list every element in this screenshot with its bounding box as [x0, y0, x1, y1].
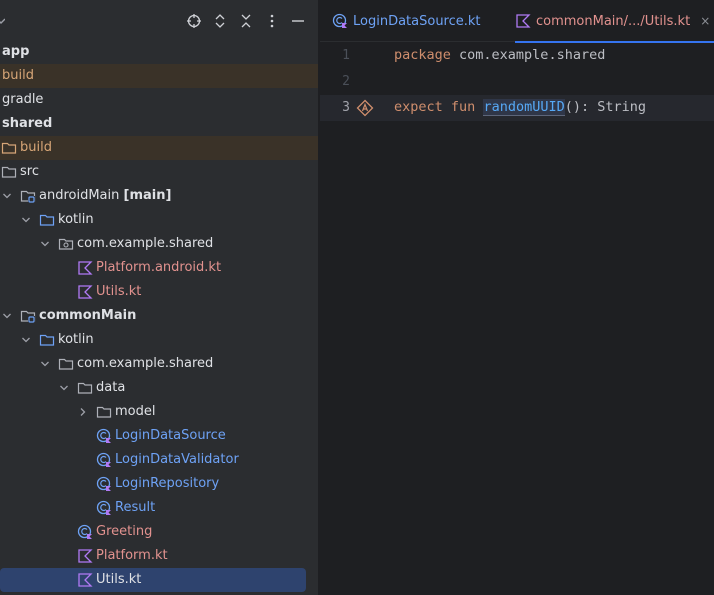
tree-item-login-repository[interactable]: LoginRepository [0, 472, 318, 496]
tree-item-platform-kt[interactable]: Platform.kt [0, 544, 318, 568]
tree-item-build-root[interactable]: build [0, 64, 318, 88]
kotlin-file-icon [78, 285, 93, 299]
tree-item-utils-android[interactable]: Utils.kt [0, 280, 318, 304]
kotlin-class-icon [96, 500, 111, 515]
options-icon[interactable] [264, 13, 280, 29]
source-folder-icon [39, 334, 55, 346]
tree-item-src[interactable]: src [0, 160, 318, 184]
folder-excluded-icon [1, 142, 17, 154]
tree-item-label: build [20, 140, 52, 155]
project-toolbar [0, 0, 318, 42]
tree-item-package-common[interactable]: com.example.shared [0, 352, 318, 376]
chevron-down-icon[interactable] [21, 335, 31, 345]
tree-item-android-main[interactable]: androidMain [main] [0, 184, 318, 208]
package-icon [58, 238, 74, 250]
folder-icon [77, 382, 93, 394]
tree-item-app[interactable]: app [0, 40, 318, 64]
tree-item-gradle[interactable]: gradle [0, 88, 318, 112]
chevron-down-icon[interactable] [40, 359, 50, 369]
chevron-down-icon[interactable] [59, 383, 69, 393]
tree-item-shared[interactable]: shared [0, 112, 318, 136]
tree-item-login-data-validator[interactable]: LoginDataValidator [0, 448, 318, 472]
tab-utils-common[interactable]: commonMain/.../Utils.kt × [515, 0, 714, 43]
tree-item-label: Utils.kt [96, 572, 142, 587]
line-number: 2 [342, 74, 350, 89]
tree-item-package-android[interactable]: com.example.shared [0, 232, 318, 256]
tree-item-label: kotlin [58, 332, 94, 347]
code-line-2[interactable]: 2 [320, 69, 714, 95]
tab-label: commonMain/.../Utils.kt [536, 13, 691, 29]
chevron-down-icon[interactable] [0, 15, 5, 27]
source-root-folder-icon [20, 190, 36, 203]
tree-item-kotlin-common[interactable]: kotlin [0, 328, 318, 352]
line-number: 3 [342, 100, 350, 115]
tree-item-label: LoginDataSource [115, 428, 226, 443]
folder-icon [1, 166, 17, 178]
tree-item-greeting[interactable]: Greeting [0, 520, 318, 544]
tree-item-login-data-source[interactable]: LoginDataSource [0, 424, 318, 448]
chevron-down-icon[interactable] [2, 311, 12, 321]
chevron-right-icon[interactable] [78, 407, 88, 417]
tree-item-label: com.example.shared [77, 356, 214, 371]
chevron-down-icon[interactable] [21, 215, 31, 225]
tree-item-result[interactable]: Result [0, 496, 318, 520]
kotlin-class-icon [96, 428, 111, 443]
kotlin-class-icon [96, 452, 111, 467]
expand-collapse-icon[interactable] [212, 13, 228, 29]
actual-declaration-icon[interactable] [356, 99, 374, 117]
tree-item-label: LoginRepository [115, 476, 220, 491]
code-text: package com.example.shared [394, 47, 606, 63]
tree-item-label: Greeting [96, 524, 153, 539]
tree-item-label: commonMain [39, 308, 137, 323]
tree-item-label: androidMain [main] [39, 188, 172, 203]
project-panel: app build gradle shared build src androi… [0, 0, 319, 595]
code-line-1[interactable]: 1 package com.example.shared [320, 43, 714, 69]
folder-icon [58, 358, 74, 370]
editor-tab-bar: LoginDataSource.kt commonMain/.../Utils.… [320, 0, 714, 43]
tree-item-platform-android[interactable]: Platform.android.kt [0, 256, 318, 280]
source-folder-icon [39, 214, 55, 226]
chevron-down-icon[interactable] [40, 239, 50, 249]
tree-item-model[interactable]: model [0, 400, 318, 424]
tree-item-label: gradle [2, 92, 44, 107]
kotlin-class-icon [332, 13, 347, 28]
folder-icon [96, 406, 112, 418]
hide-icon[interactable] [290, 13, 306, 29]
tree-item-label: kotlin [58, 212, 94, 227]
locate-icon[interactable] [186, 13, 202, 29]
tree-item-label: LoginDataValidator [115, 452, 239, 467]
editor: LoginDataSource.kt commonMain/.../Utils.… [320, 0, 714, 595]
tree-item-label: com.example.shared [77, 236, 214, 251]
kotlin-class-icon [96, 476, 111, 491]
tree-item-data[interactable]: data [0, 376, 318, 400]
tree-item-label: model [115, 404, 156, 419]
tab-login-data-source[interactable]: LoginDataSource.kt [332, 0, 481, 42]
collapse-all-icon[interactable] [238, 13, 254, 29]
chevron-down-icon[interactable] [2, 191, 12, 201]
code-line-3[interactable]: 3 expect fun randomUUID(): String [320, 95, 714, 121]
tree-item-kotlin-android[interactable]: kotlin [0, 208, 318, 232]
kotlin-class-icon [77, 524, 92, 539]
tree-item-label: Platform.android.kt [96, 260, 222, 275]
source-root-folder-icon [20, 310, 36, 323]
close-icon[interactable]: × [700, 14, 711, 28]
tree-item-label: Platform.kt [96, 548, 168, 563]
code-text: expect fun randomUUID(): String [394, 99, 647, 116]
tree-item-label: data [96, 380, 126, 395]
tree-item-label: app [2, 44, 30, 59]
tree-item-utils-common[interactable]: Utils.kt [0, 568, 306, 592]
tab-label: LoginDataSource.kt [353, 13, 481, 29]
kotlin-file-icon [78, 549, 93, 563]
tree-item-label: shared [2, 116, 53, 131]
tree-item-build-shared[interactable]: build [0, 136, 318, 160]
line-number: 1 [342, 48, 350, 63]
tree-item-common-main[interactable]: commonMain [0, 304, 318, 328]
kotlin-file-icon [516, 14, 531, 28]
tree-item-label: src [20, 164, 39, 179]
tree-item-label: Result [115, 500, 156, 515]
kotlin-file-icon [78, 573, 93, 587]
kotlin-file-icon [78, 261, 93, 275]
tree-item-label: Utils.kt [96, 284, 142, 299]
tree-item-label: build [2, 68, 34, 83]
